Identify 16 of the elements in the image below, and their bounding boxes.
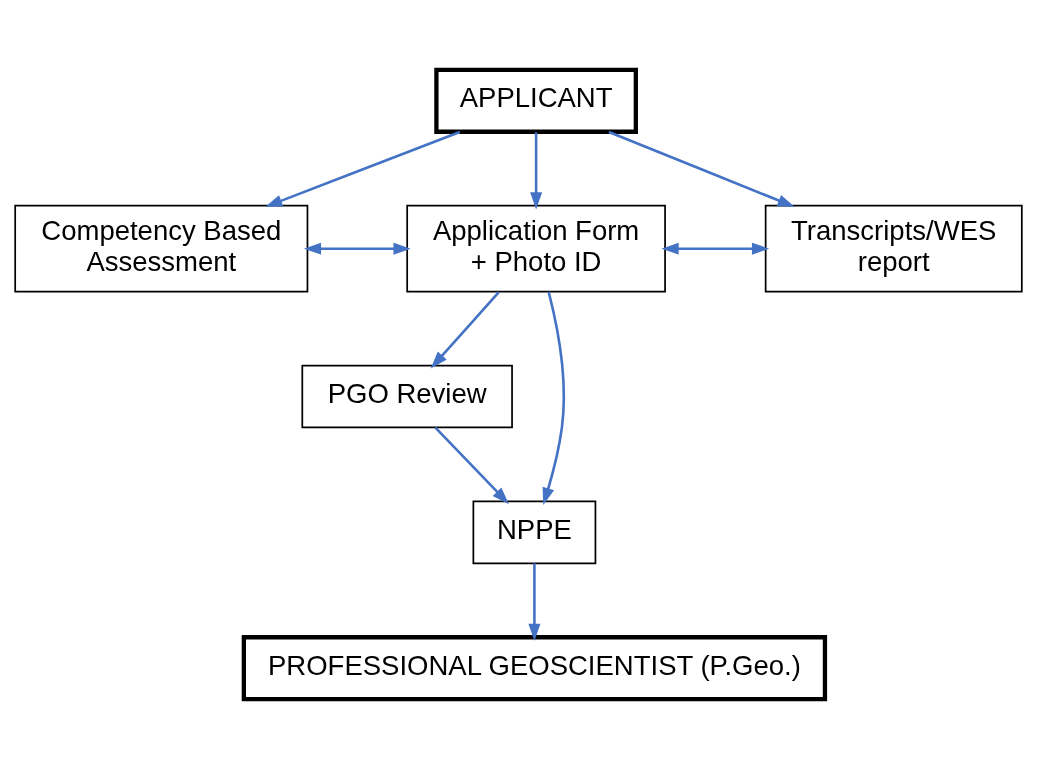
node-box: PGO Review: [301, 364, 513, 429]
arrow: [434, 426, 509, 505]
node-box: NPPE: [472, 500, 597, 565]
arrow: [608, 130, 795, 208]
arrow: [542, 291, 565, 505]
arrow: [265, 130, 461, 207]
arrow: [430, 291, 500, 369]
node-box: Application Form + Photo ID: [406, 204, 666, 293]
arrow: [661, 242, 770, 255]
node-box: PROFESSIONAL GEOSCIENTIST (P.Geo.): [241, 635, 828, 702]
node-box: APPLICANT: [434, 67, 638, 134]
arrow: [530, 132, 543, 210]
node-box: Transcripts/WES report: [764, 204, 1023, 293]
node-box: Competency Based Assessment: [14, 204, 309, 293]
arrow: [528, 563, 541, 642]
arrow: [303, 242, 411, 255]
